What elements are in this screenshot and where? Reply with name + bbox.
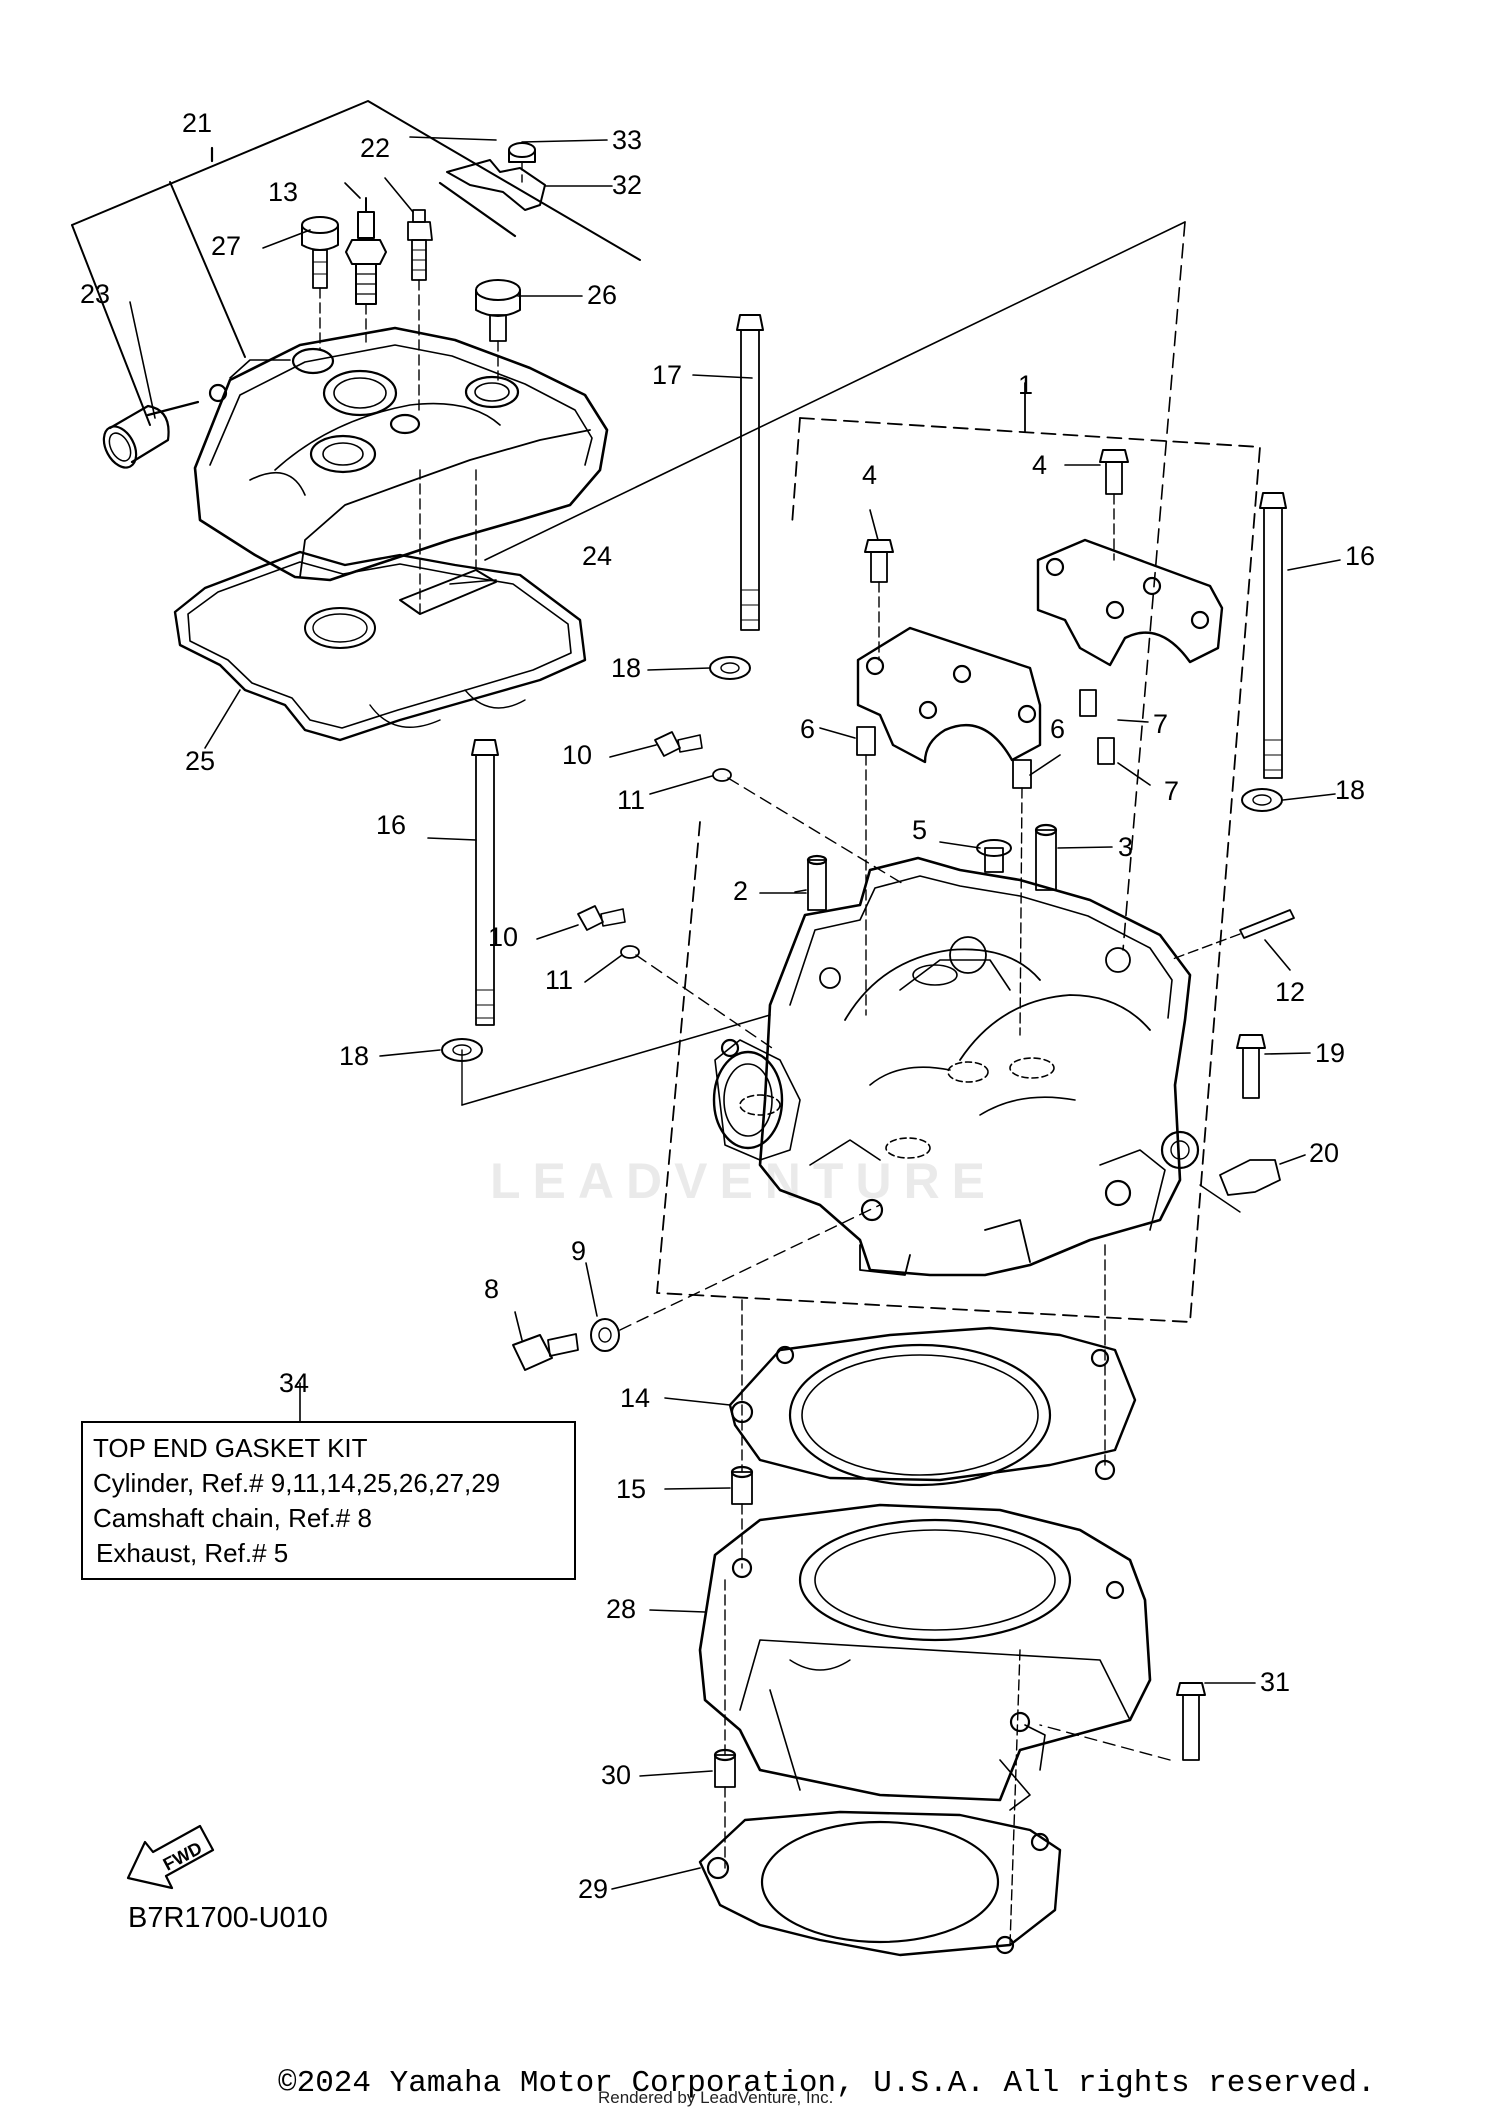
callout-9: 9 [571,1236,587,1266]
callout-4: 4 [862,460,878,490]
callout-33: 33 [612,125,643,155]
callout-18: 18 [1335,775,1366,805]
callout-16: 16 [1345,541,1376,571]
callout-22: 22 [360,133,391,163]
callout-11: 11 [617,785,646,815]
callout-24: 24 [582,541,613,571]
diagram-code: B7R1700-U010 [128,1902,328,1934]
callout-20: 20 [1309,1138,1340,1168]
gasket-kit-line: Cylinder, Ref.# 9,11,14,25,26,27,29 [93,1468,501,1498]
callout-6: 6 [1050,714,1066,744]
callout-25: 25 [185,746,216,776]
callout-5: 5 [912,815,928,845]
callout-8: 8 [484,1274,500,1304]
gasket-kit-box: TOP END GASKET KIT Cylinder, Ref.# 9,11,… [81,1421,576,1580]
callout-18: 18 [611,653,642,683]
watermark: LEADVENTURE [490,1153,998,1209]
callout-15: 15 [616,1474,647,1504]
gasket-kit-line: Camshaft chain, Ref.# 8 [93,1503,372,1533]
callout-23: 23 [80,279,111,309]
callout-31: 31 [1260,1667,1291,1697]
callout-4: 4 [1032,450,1048,480]
callout-14: 14 [620,1383,651,1413]
callout-27: 27 [211,231,242,261]
callout-6: 6 [800,714,816,744]
callout-2: 2 [733,876,749,906]
cylinder-head-group [441,221,1295,1371]
callout-16: 16 [376,810,407,840]
gasket-kit-line: Exhaust, Ref.# 5 [96,1538,289,1568]
callout-28: 28 [606,1594,637,1624]
callout-11: 11 [545,965,574,995]
rendered-by-notice: Rendered by LeadVenture, Inc. [598,2088,834,2107]
callout-18: 18 [339,1041,370,1071]
cylinder-group [698,1244,1206,1957]
callout-10: 10 [488,922,519,952]
callout-10: 10 [562,740,593,770]
callout-12: 12 [1275,977,1306,1007]
callout-34: 34 [279,1368,310,1398]
callout-26: 26 [587,280,618,310]
leader-lines [129,136,1341,1890]
copyright-notice: ©2024 Yamaha Motor Corporation, U.S.A. A… [278,2066,1376,2101]
gasket-kit-title: TOP END GASKET KIT [93,1433,368,1463]
valve-cover-group [71,100,641,742]
callout-13: 13 [268,177,299,207]
callout-17: 17 [652,360,683,390]
callout-1: 1 [1018,370,1034,400]
callout-29: 29 [578,1874,609,1904]
callout-7: 7 [1153,709,1169,739]
callout-30: 30 [601,1760,632,1790]
callout-7: 7 [1164,776,1180,806]
callout-21: 21 [182,108,213,138]
fwd-arrow-icon: FWD [126,1824,215,1890]
callout-32: 32 [612,170,643,200]
callout-19: 19 [1315,1038,1346,1068]
callout-3: 3 [1118,832,1134,862]
